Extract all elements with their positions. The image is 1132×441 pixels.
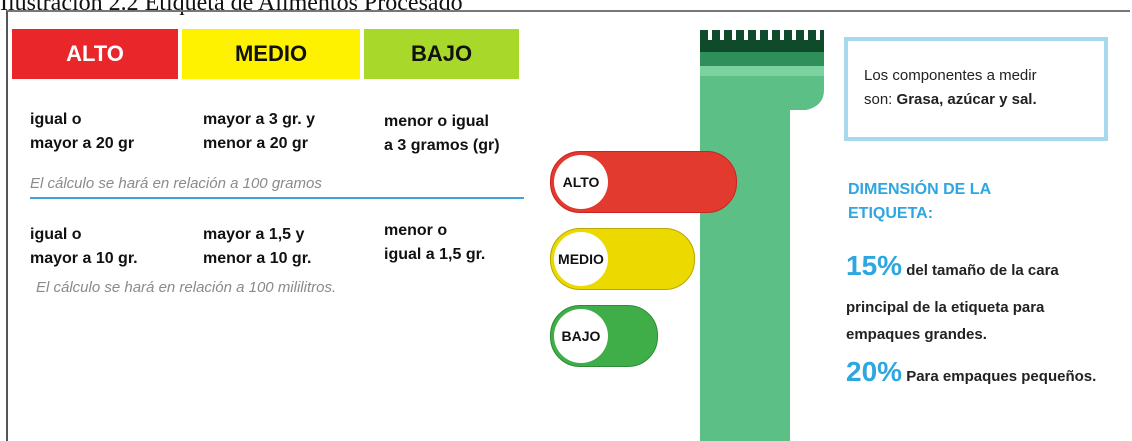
dimension-small-line: 20% Para empaques pequeños. [846, 358, 1097, 389]
liquid-alto-line2: mayor a 10 gr. [30, 250, 138, 267]
dimension-large-line1: 15% del tamaño de la cara [846, 252, 1059, 283]
dimension-title-line2: ETIQUETA: [848, 205, 934, 222]
dimension-title: DIMENSIÓN DE LA ETIQUETA: [848, 178, 991, 226]
liquid-bajo-line2: igual a 1,5 gr. [384, 246, 486, 263]
components-text: Los componentes a medir son: Grasa, azúc… [864, 64, 1037, 112]
level-pill-bajo: BAJO [550, 305, 658, 367]
pct-small: 20% [846, 356, 903, 387]
pct-large: 15% [846, 250, 903, 281]
solid-alto-line1: igual o [30, 111, 82, 128]
liquid-medio-line2: menor a 10 gr. [203, 250, 312, 267]
liquid-note: El cálculo se hará en relación a 100 mil… [36, 279, 337, 296]
liquid-alto-line1: igual o [30, 226, 82, 243]
liquid-bajo-line1: menor o [384, 222, 448, 239]
figure-caption: Ilustración 2.2 Etiqueta de Alimentos Pr… [0, 0, 463, 16]
components-prefix: son: [864, 91, 897, 108]
dimension-title-line1: DIMENSIÓN DE LA [848, 181, 992, 198]
solid-bajo-line2: a 3 gramos (gr) [384, 137, 500, 154]
solid-alto-line2: mayor a 20 gr [30, 135, 135, 152]
pill-medio-label: MEDIO [554, 232, 608, 286]
components-info-box: Los componentes a medir son: Grasa, azúc… [844, 37, 1108, 141]
text-large-3: empaques grandes. [846, 326, 987, 343]
section-divider [30, 197, 524, 199]
solid-medio-line1: mayor a 3 gr. y [203, 111, 316, 128]
solid-note: El cálculo se hará en relación a 100 gra… [30, 175, 322, 192]
liquid-alto-cell: igual o mayor a 10 gr. [30, 223, 138, 271]
components-line2: son: Grasa, azúcar y sal. [864, 88, 1037, 112]
header-bajo: BAJO [364, 29, 519, 79]
header-alto: ALTO [12, 29, 178, 79]
text-large-2: principal de la etiqueta para [846, 299, 1045, 316]
liquid-medio-line1: mayor a 1,5 y [203, 226, 305, 243]
text-small: Para empaques pequeños. [902, 368, 1097, 385]
text-large-1: del tamaño de la cara [902, 262, 1059, 279]
solid-medio-line2: menor a 20 gr [203, 135, 308, 152]
header-medio: MEDIO [182, 29, 360, 79]
solid-bajo-line1: menor o igual [384, 113, 489, 130]
figure-frame [6, 10, 1130, 441]
solid-bajo-cell: menor o igual a 3 gramos (gr) [384, 110, 500, 158]
level-pill-alto: ALTO [550, 151, 737, 213]
solid-alto-cell: igual o mayor a 20 gr [30, 108, 134, 156]
liquid-medio-cell: mayor a 1,5 y menor a 10 gr. [203, 223, 312, 271]
liquid-bajo-cell: menor o igual a 1,5 gr. [384, 219, 485, 267]
pill-bajo-label: BAJO [554, 309, 608, 363]
bottle-illustration [700, 30, 824, 441]
solid-medio-cell: mayor a 3 gr. y menor a 20 gr [203, 108, 315, 156]
level-pill-medio: MEDIO [550, 228, 695, 290]
components-line1: Los componentes a medir [864, 67, 1037, 84]
pill-alto-label: ALTO [554, 155, 608, 209]
components-list: Grasa, azúcar y sal. [896, 91, 1037, 108]
